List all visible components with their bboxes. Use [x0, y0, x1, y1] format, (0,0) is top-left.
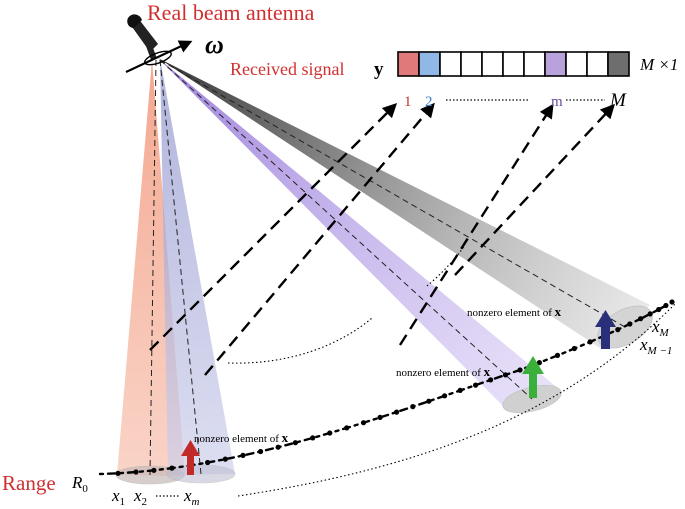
range-tick — [377, 414, 383, 420]
antenna-label: Real beam antenna — [147, 0, 315, 25]
range-tick — [360, 420, 367, 426]
x1-label: x1 — [111, 486, 125, 508]
beam-gray — [158, 58, 650, 348]
rotation-curves — [227, 244, 677, 497]
signal-cell — [523, 51, 546, 77]
signal-cell — [397, 51, 420, 77]
range-tick — [669, 299, 675, 305]
range-tick — [502, 372, 509, 378]
signal-cell — [418, 51, 441, 77]
range-tick — [488, 377, 494, 383]
received-signal-label: Received signal — [230, 59, 344, 79]
nonzero-arrows — [181, 310, 616, 475]
range-tick — [115, 470, 121, 476]
index-label: m — [551, 94, 563, 110]
xM1-label: xM −1 — [639, 335, 672, 357]
range-tick — [275, 444, 281, 450]
range-tick — [571, 345, 578, 352]
range-tick — [133, 469, 139, 475]
signal-cell — [481, 51, 504, 77]
range-tick — [536, 360, 543, 366]
signal-cell — [586, 51, 609, 77]
x2-label: x2 — [133, 486, 147, 508]
xm-label: xm — [183, 486, 200, 508]
signal-cell — [607, 51, 630, 77]
range-tick — [627, 321, 633, 327]
signal-cell — [460, 51, 483, 77]
range-tick — [663, 302, 669, 309]
range-tick — [457, 387, 463, 393]
range-tick — [205, 459, 211, 466]
range-tick — [327, 430, 333, 436]
signal-vector — [397, 51, 630, 77]
range-tick — [587, 339, 593, 345]
signal-cell — [502, 51, 525, 77]
range-label: Range — [2, 471, 56, 495]
range-tick — [554, 352, 561, 358]
beam-blue — [160, 58, 235, 475]
arrow-to-1 — [149, 102, 398, 351]
range-tick — [647, 311, 653, 317]
arrow-to-2 — [204, 102, 435, 376]
range-ticks — [115, 299, 675, 476]
range-tick — [656, 306, 662, 313]
navy-arrow — [595, 310, 616, 349]
r0-label: R0 — [71, 473, 88, 495]
range-tick — [615, 327, 621, 333]
nonzero-label-purple: nonzero element of x — [396, 364, 491, 379]
range-tick — [240, 452, 246, 458]
range-tick — [394, 409, 400, 415]
signal-cell — [439, 51, 462, 77]
range-tick — [442, 393, 448, 399]
range-tick — [222, 456, 228, 462]
range-tick — [344, 425, 350, 431]
index-label: 2 — [425, 94, 433, 110]
range-tick — [258, 448, 264, 455]
omega-symbol: ω — [205, 30, 224, 59]
arrow-to-M — [454, 103, 615, 276]
signal-cell — [544, 51, 567, 77]
xM-label: xM — [651, 317, 670, 339]
range-tick — [310, 435, 316, 441]
range-tick — [473, 382, 479, 388]
range-tick — [292, 440, 298, 446]
nonzero-label-red: nonzero element of x — [194, 430, 289, 445]
signal-cell — [565, 51, 588, 77]
index-label: M — [609, 90, 627, 111]
arrow-to-m — [398, 103, 554, 346]
signal-arrows — [149, 102, 615, 376]
range-tick — [426, 398, 432, 404]
range-tick — [169, 465, 175, 471]
antenna-icon — [125, 14, 193, 73]
beams — [115, 58, 653, 485]
range-tick — [410, 404, 416, 410]
beam-axes — [149, 59, 626, 476]
range-tick — [517, 367, 523, 373]
beam-blue-footprint — [166, 464, 236, 484]
range-tick — [638, 316, 644, 322]
red-arrow — [181, 440, 200, 475]
vector-size-label: M ×1 — [639, 55, 678, 74]
signal-vector-symbol: y — [374, 59, 384, 80]
range-tick — [151, 467, 157, 473]
beam-purple — [158, 58, 560, 408]
nonzero-label-gray: nonzero element of x — [467, 304, 562, 319]
green-arrow — [522, 356, 544, 398]
index-label: 1 — [404, 94, 412, 110]
